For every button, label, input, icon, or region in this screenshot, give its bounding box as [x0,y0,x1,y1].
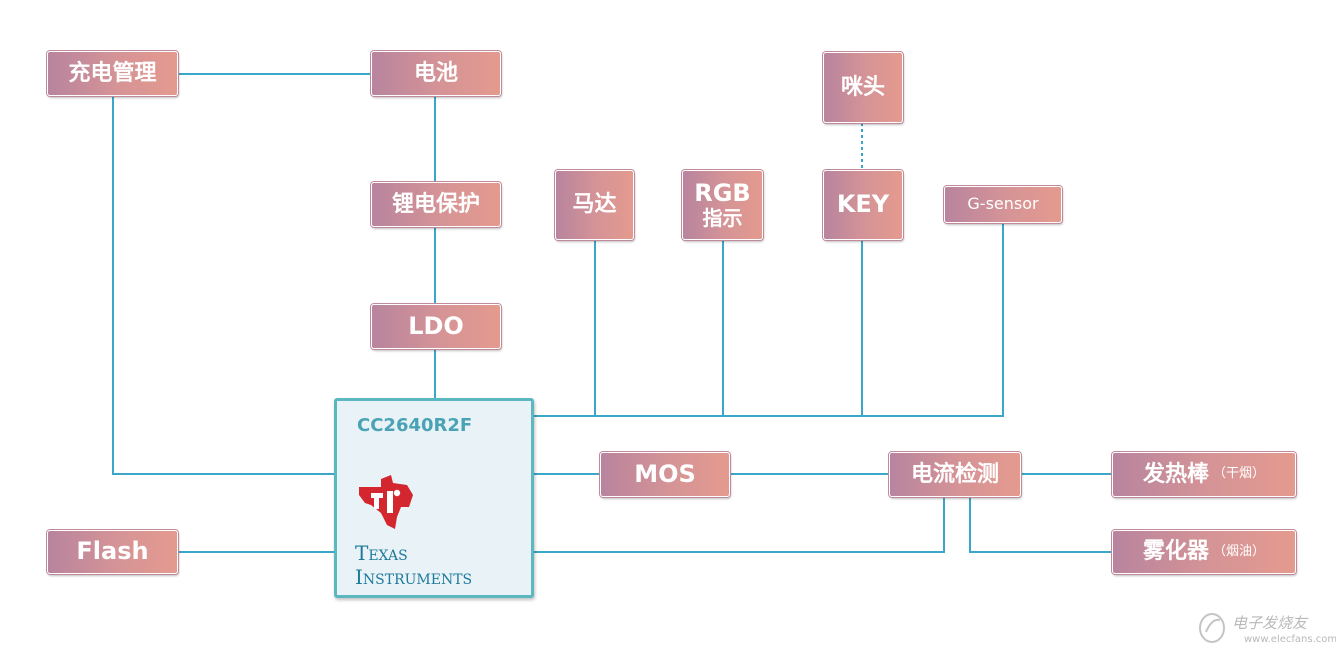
g-sensor-block: G-sensor [944,186,1062,223]
mic-block: 咪头 [823,52,903,123]
texas-instruments-logo-icon [359,475,413,529]
ldo-label: LDO [408,311,464,340]
charge-management-block: 充电管理 [47,51,178,96]
motor-label: 马达 [572,192,617,218]
watermark-url: www.elecfans.com [1244,634,1336,645]
rgb-indicator-block: RGB 指示 [682,170,763,240]
key-label: KEY [836,190,890,219]
li-battery-protection-label: 锂电保护 [391,191,480,217]
battery-block: 电池 [371,51,501,96]
rgb-label: RGB [694,178,751,207]
elecfans-logo-icon [1199,613,1225,643]
wire-current-atomizer [969,497,1112,553]
li-battery-protection-block: 锂电保护 [371,182,501,227]
wire-charge-chip [112,96,334,475]
heating-rod-block: 发热棒（干烟） [1112,452,1296,497]
chip-model-label: CC2640R2F [357,415,473,436]
mos-block: MOS [600,452,730,497]
atomizer-block: 雾化器（烟油） [1112,530,1296,574]
current-detection-block: 电流检测 [889,452,1021,497]
battery-label: 电池 [413,60,458,86]
mic-label: 咪头 [840,74,885,100]
texas-instruments-wordmark: Texas Instruments [355,541,472,589]
ti-wordmark-line1: Texas [355,541,408,565]
ldo-block: LDO [371,304,501,349]
atomizer-note: （烟油） [1213,543,1266,559]
flash-block: Flash [47,530,178,574]
watermark-text: 电子发烧友 [1232,614,1308,632]
current-detection-label: 电流检测 [910,461,999,487]
ti-wordmark-line2: Instruments [355,565,473,589]
key-block: KEY [823,170,903,240]
charge-management-label: 充电管理 [68,60,157,86]
mcu-chip-block: CC2640R2F Texas Instruments [334,398,534,598]
flash-label: Flash [76,537,149,566]
heating-rod-note: （干烟） [1213,466,1266,482]
indicator-label: 指示 [702,206,743,231]
wire-current-chip [534,497,945,553]
heating-rod-label: 发热棒 [1142,461,1209,487]
mos-label: MOS [634,459,696,488]
motor-block: 马达 [555,170,634,240]
wire-peripheral-bus [534,223,1004,417]
g-sensor-label: G-sensor [967,194,1039,214]
atomizer-label: 雾化器 [1142,539,1209,565]
